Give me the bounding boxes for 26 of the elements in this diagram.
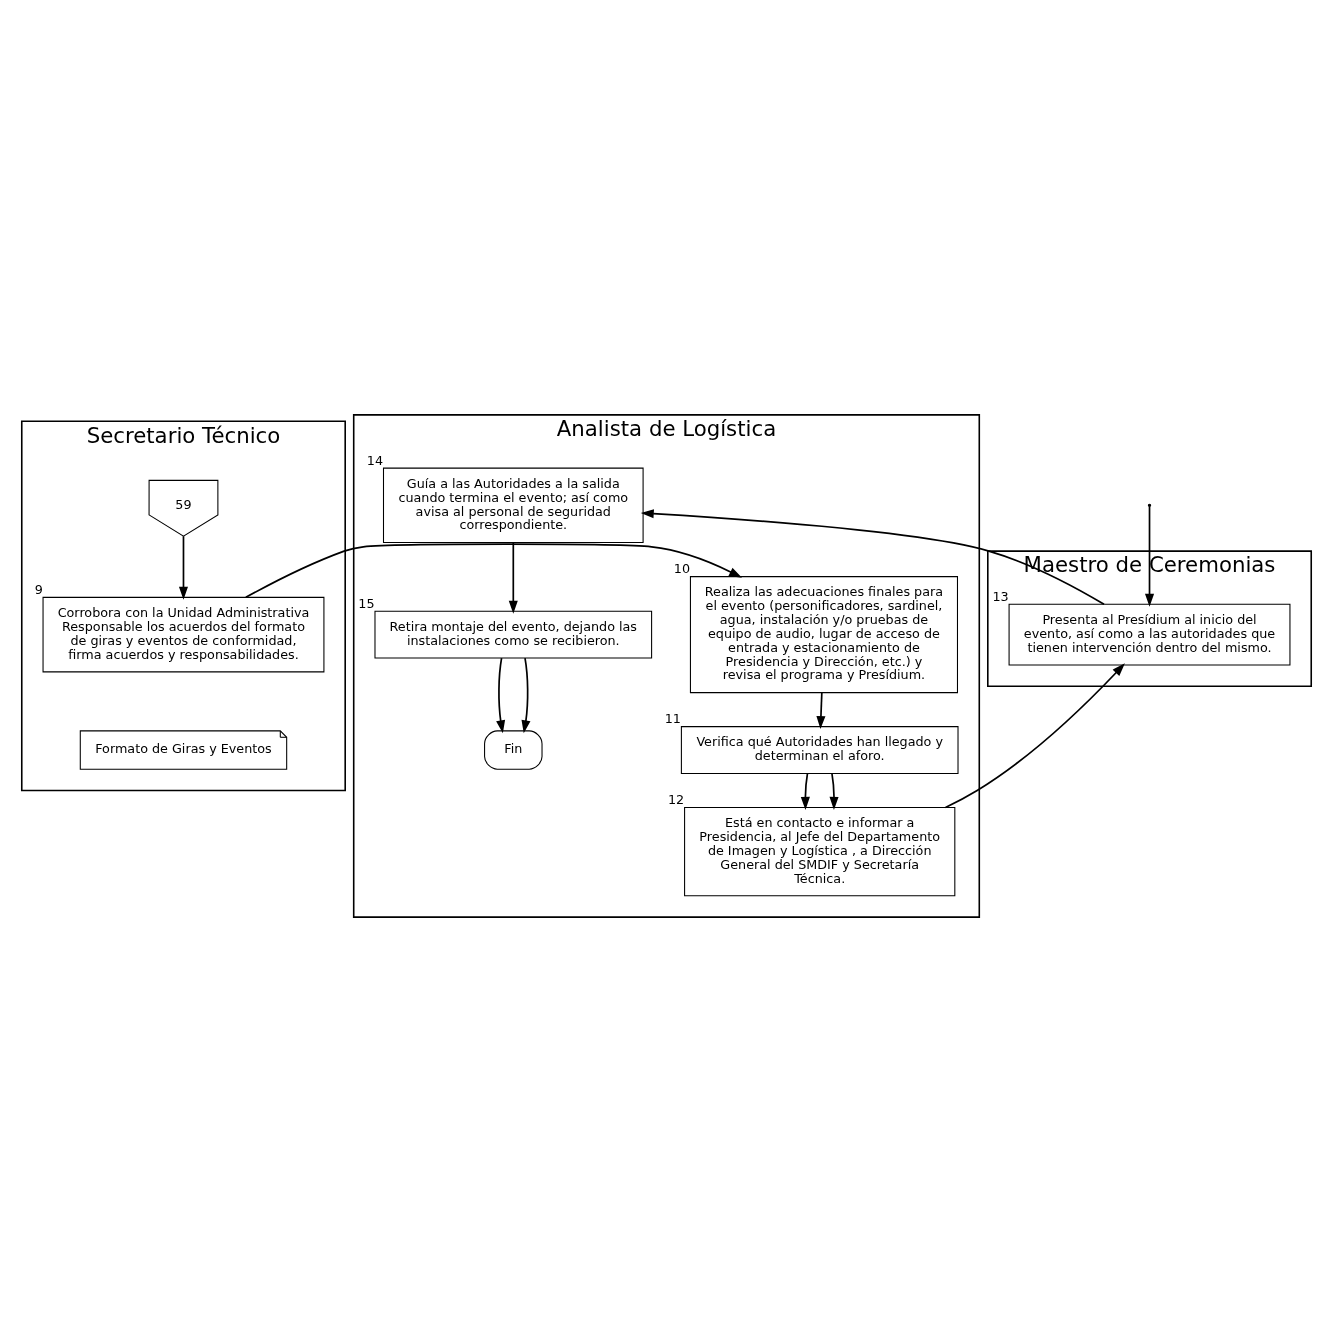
arrow [829, 772, 839, 810]
node-box: Realiza las adecuaciones finales para el evento (personificadores, sardinel, agua, instalación y/o pruebas de equipo de audio, lugar de acceso de entrada y estacionamiento de Presidencia y Dirección, etc.) y revisa el programa y Presídium. [689, 576, 958, 694]
node-box: Guía a las Autoridades a la salida cuando termina el evento; así como avisa al personal de seguridad correspondiente. [382, 467, 644, 544]
node-box: Está en contacto e informar a Presidencia, al Jefe del Departamento de Imagen y Logística , a Dirección General del SMDIF y Secretaría Técnica. [683, 806, 955, 897]
node-label: 10 [673, 561, 690, 577]
arrow [1144, 505, 1154, 607]
node-box: Corrobora con la Unidad Administrativa Responsable los acuerdos del formato de giras y eventos de conformidad, firma acuerdos y responsabilidades. [42, 596, 324, 673]
arrow [521, 657, 530, 734]
node-label: 13 [991, 588, 1009, 604]
node-label: 12 [667, 791, 684, 807]
arrow [495, 657, 505, 734]
node-box: Fin [483, 730, 543, 770]
arrow [244, 543, 742, 599]
node-label: 9 [34, 581, 43, 597]
node-box: Retira montaje del evento, dejando las instalaciones como se recibieron. [373, 610, 652, 659]
node-label: 14 [366, 452, 383, 468]
arrow [944, 663, 1125, 809]
arrow [800, 772, 810, 810]
arrow [508, 542, 518, 614]
node-label: 11 [664, 711, 681, 727]
arrow [640, 509, 1105, 606]
node-box: Presenta al Presídium al inicio del evento, así como a las autoridades que tienen intervención dentro del mismo. [1008, 603, 1290, 666]
node-box: Verifica qué Autoridades han llegado y determinan el aforo. [680, 726, 959, 774]
arrow [815, 691, 825, 730]
node-label: 15 [357, 595, 375, 611]
arrow [178, 535, 188, 600]
